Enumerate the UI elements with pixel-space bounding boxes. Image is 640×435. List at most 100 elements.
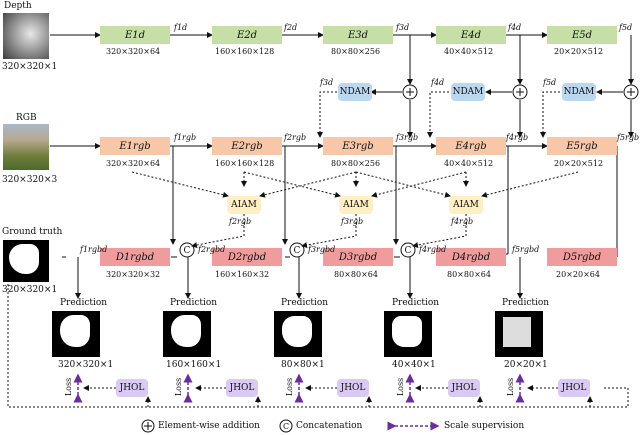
rgb-feature-3: f3rgb bbox=[396, 133, 419, 142]
loss-label-4: Loss bbox=[396, 377, 406, 397]
rgb-encoder-4-size: 40×40×512 bbox=[444, 159, 494, 168]
gt-label: Ground truth bbox=[2, 227, 63, 237]
depth-encoder-5: E5d bbox=[547, 26, 617, 44]
svg-text:C: C bbox=[405, 246, 412, 256]
svg-text:C: C bbox=[184, 246, 191, 256]
decoder-2-size: 160×160×32 bbox=[215, 270, 270, 279]
aiam-output-4: f4rgb bbox=[451, 217, 474, 226]
rgb-encoder-3: E3rgb bbox=[323, 137, 393, 155]
legend-addition: Element-wise addition bbox=[158, 421, 260, 431]
aiam-output-3: f3rgb bbox=[341, 217, 364, 226]
gt-image bbox=[3, 240, 49, 282]
loss-label-1: Loss bbox=[64, 377, 74, 397]
ndam-4: NDAM bbox=[451, 83, 485, 101]
depth-image bbox=[3, 13, 49, 59]
aiam-output-2: f2rgb bbox=[229, 217, 252, 226]
rgb-encoder-1-size: 320×320×64 bbox=[106, 159, 161, 168]
jhol-3: JHOL bbox=[337, 379, 369, 397]
depth-feature-2: f2d bbox=[284, 23, 298, 32]
prediction-3-image bbox=[274, 311, 322, 357]
prediction-4-size: 40×40×1 bbox=[392, 360, 436, 370]
decoder-input-1: f1rgbd bbox=[80, 245, 108, 254]
prediction-5-image bbox=[495, 311, 543, 357]
rgb-encoder-4: E4rgb bbox=[436, 137, 506, 155]
jhol-1: JHOL bbox=[116, 379, 148, 397]
decoder-4-size: 80×80×64 bbox=[447, 270, 491, 279]
depth-encoder-3: E3d bbox=[323, 26, 393, 44]
rgb-encoder-3-size: 80×80×256 bbox=[331, 159, 381, 168]
jhol-2: JHOL bbox=[226, 379, 258, 397]
decoder-input-5: f5rgbd bbox=[512, 245, 540, 254]
decoder-1-size: 320×320×32 bbox=[106, 270, 161, 279]
depth-size: 320×320×1 bbox=[2, 62, 58, 72]
legend-concat: Concatenation bbox=[296, 421, 363, 431]
prediction-4-image bbox=[384, 311, 432, 357]
depth-feature-4: f4d bbox=[508, 23, 522, 32]
depth-encoder-1-size: 320×320×64 bbox=[106, 47, 161, 56]
decoder-3: D3rgbd bbox=[323, 248, 393, 266]
prediction-2-size: 160×160×1 bbox=[166, 360, 222, 370]
prediction-1-image bbox=[52, 311, 100, 357]
rgb-feature-2: f2rgb bbox=[284, 133, 307, 142]
decoder-5: D5rgbd bbox=[547, 248, 617, 266]
loss-label-2: Loss bbox=[174, 377, 184, 397]
rgb-feature-4: f4rgb bbox=[506, 133, 529, 142]
depth-encoder-4-size: 40×40×512 bbox=[444, 47, 494, 56]
decoder-1: D1rgbd bbox=[100, 248, 170, 266]
rgb-feature-1: f1rgb bbox=[174, 133, 197, 142]
depth-label: Depth bbox=[4, 1, 32, 11]
svg-text:C: C bbox=[294, 246, 301, 256]
rgb-encoder-5-size: 20×20×512 bbox=[554, 159, 604, 168]
jhol-5: JHOL bbox=[558, 379, 590, 397]
rgb-encoder-5: E5rgb bbox=[547, 137, 617, 155]
rgb-size: 320×320×3 bbox=[2, 175, 58, 185]
loss-label-5: Loss bbox=[506, 377, 516, 397]
aiam-3: AIAM bbox=[339, 196, 373, 214]
decoder-4: D4rgbd bbox=[436, 248, 506, 266]
depth-encoder-3-size: 80×80×256 bbox=[331, 47, 381, 56]
depth-feature-5: f5d bbox=[619, 23, 633, 32]
decoder-3-size: 80×80×64 bbox=[334, 270, 378, 279]
prediction-3-label: Prediction bbox=[281, 298, 329, 308]
prediction-3-size: 80×80×1 bbox=[281, 360, 325, 370]
decoder-5-size: 20×20×64 bbox=[556, 270, 600, 279]
prediction-5-size: 20×20×1 bbox=[504, 360, 548, 370]
decoder-input-3: f3rgbd bbox=[308, 245, 336, 254]
rgb-encoder-2: E2rgb bbox=[212, 137, 282, 155]
rgb-image bbox=[3, 124, 49, 170]
prediction-1-label: Prediction bbox=[60, 298, 108, 308]
depth-encoder-2: E2d bbox=[212, 26, 282, 44]
depth-encoder-5-size: 20×20×512 bbox=[554, 47, 604, 56]
decoder-input-2: f2rgbd bbox=[198, 245, 226, 254]
decoder-2: D2rgbd bbox=[212, 248, 282, 266]
decoder-input-4: f4rgbd bbox=[419, 245, 447, 254]
prediction-5-label: Prediction bbox=[502, 298, 550, 308]
aiam-2: AIAM bbox=[227, 196, 261, 214]
prediction-4-label: Prediction bbox=[392, 298, 440, 308]
rgb-encoder-1: E1rgb bbox=[100, 137, 170, 155]
prediction-2-label: Prediction bbox=[170, 298, 218, 308]
depth-encoder-1: E1d bbox=[100, 26, 170, 44]
depth-feature-1: f1d bbox=[174, 23, 188, 32]
loss-label-3: Loss bbox=[285, 377, 295, 397]
aiam-4: AIAM bbox=[449, 196, 483, 214]
rgb-feature-5: f5rgb bbox=[617, 133, 640, 142]
depth-feature-3: f3d bbox=[396, 23, 410, 32]
rgb-encoder-2-size: 160×160×128 bbox=[215, 159, 275, 168]
ndam-5: NDAM bbox=[562, 83, 596, 101]
ndam-input-4: f4d bbox=[431, 78, 445, 87]
rgb-label: RGB bbox=[16, 113, 37, 123]
legend-scale: Scale supervision bbox=[444, 421, 525, 431]
depth-encoder-2-size: 160×160×128 bbox=[215, 47, 275, 56]
prediction-2-image bbox=[163, 311, 211, 357]
ndam-input-5: f5d bbox=[543, 78, 557, 87]
ndam-3: NDAM bbox=[338, 83, 372, 101]
jhol-4: JHOL bbox=[448, 379, 480, 397]
ndam-input-3: f3d bbox=[320, 78, 334, 87]
prediction-1-size: 320×320×1 bbox=[58, 360, 114, 370]
gt-size: 320×320×1 bbox=[2, 285, 58, 295]
svg-text:C: C bbox=[283, 422, 289, 431]
depth-encoder-4: E4d bbox=[436, 26, 506, 44]
